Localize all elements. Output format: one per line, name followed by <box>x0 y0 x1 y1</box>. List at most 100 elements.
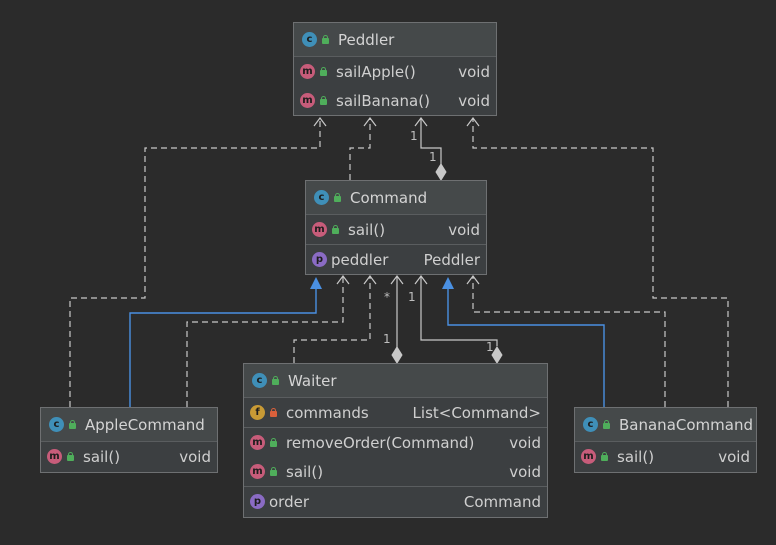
arrowhead-command-1 <box>336 275 350 285</box>
method-icon: m <box>250 435 265 450</box>
class-name: Command <box>350 188 428 207</box>
method-icon: m <box>300 93 315 108</box>
property-name: order <box>269 492 309 511</box>
class-icon: c <box>302 32 317 47</box>
arrowhead-peddler-3 <box>466 117 480 127</box>
class-header[interactable]: c Command <box>306 181 486 215</box>
realization-bananacommand <box>447 288 605 407</box>
property-name: peddler <box>331 250 389 269</box>
class-command[interactable]: c Command m sail() void p peddler Peddle… <box>305 180 487 275</box>
public-visibility-icon <box>600 452 609 461</box>
multiplicity-label: 1 <box>408 290 416 304</box>
method-name: removeOrder(Command) <box>286 433 475 452</box>
class-waiter[interactable]: c Waiter f commands List<Command> m remo… <box>243 363 548 518</box>
property-icon: p <box>250 494 265 509</box>
realization-arrowhead-apple <box>310 277 322 289</box>
method-icon: m <box>47 449 62 464</box>
assoc-peddler-arrow <box>414 117 428 127</box>
arrowhead-peddler-1 <box>313 117 327 127</box>
method-name: sail() <box>617 447 655 466</box>
property-type: Command <box>463 492 541 511</box>
multiplicity-label: 1 <box>383 332 391 346</box>
method-name: sail() <box>286 462 324 481</box>
public-visibility-icon <box>271 376 280 385</box>
method-type: void <box>458 62 490 81</box>
class-peddler[interactable]: c Peddler m sailApple() void m sailBanan… <box>293 22 497 116</box>
method-name: sailBanana() <box>336 91 430 110</box>
private-visibility-icon <box>269 408 278 417</box>
public-visibility-icon <box>269 438 278 447</box>
multiplicity-label: * <box>384 290 390 304</box>
property-type: Peddler <box>423 250 480 269</box>
method-type: void <box>458 91 490 110</box>
class-name: AppleCommand <box>85 415 205 434</box>
dep-bananacommand-command <box>472 276 666 407</box>
public-visibility-icon <box>269 467 278 476</box>
class-applecommand[interactable]: c AppleCommand m sail() void <box>40 407 218 473</box>
assoc-command-peddler <box>420 118 442 170</box>
diamond-waiter-a <box>391 346 403 364</box>
realization-applecommand <box>129 288 317 407</box>
method-row[interactable]: m sail() void <box>244 457 547 486</box>
field-icon: f <box>250 405 265 420</box>
method-name: sail() <box>348 220 386 239</box>
multiplicity-label: 1 <box>410 129 418 143</box>
dep-bananacommand-peddler <box>472 118 729 407</box>
assoc-waiter-command-a-arrow <box>390 275 404 285</box>
method-row[interactable]: m removeOrder(Command) void <box>244 427 547 457</box>
class-name: Peddler <box>338 30 395 49</box>
dep-command-peddler <box>349 118 371 180</box>
public-visibility-icon <box>333 193 342 202</box>
arrowhead-peddler-2 <box>363 117 377 127</box>
dep-waiter-command <box>293 276 371 363</box>
dep-applecommand-peddler <box>69 118 321 407</box>
method-name: sail() <box>83 447 121 466</box>
property-icon: p <box>312 252 327 267</box>
property-row[interactable]: p order Command <box>244 486 547 516</box>
class-icon: c <box>583 417 598 432</box>
method-row[interactable]: m sail() void <box>41 442 217 471</box>
public-visibility-icon <box>331 225 340 234</box>
field-name: commands <box>286 403 369 422</box>
public-visibility-icon <box>66 452 75 461</box>
class-name: Waiter <box>288 371 337 390</box>
multiplicity-label: 1 <box>429 150 437 164</box>
assoc-waiter-command-b <box>420 276 498 346</box>
assoc-waiter-command-b-arrow <box>414 275 428 285</box>
method-type: void <box>509 462 541 481</box>
class-header[interactable]: c Peddler <box>294 23 496 57</box>
public-visibility-icon <box>602 420 611 429</box>
method-icon: m <box>250 464 265 479</box>
method-row[interactable]: m sailBanana() void <box>294 86 496 115</box>
method-type: void <box>509 433 541 452</box>
class-header[interactable]: c AppleCommand <box>41 408 217 442</box>
public-visibility-icon <box>68 420 77 429</box>
arrowhead-command-3 <box>466 275 480 285</box>
method-type: void <box>718 447 750 466</box>
class-header[interactable]: c BananaCommand <box>575 408 756 442</box>
method-row[interactable]: m sail() void <box>575 442 756 471</box>
method-row[interactable]: m sail() void <box>306 215 486 244</box>
field-row[interactable]: f commands List<Command> <box>244 398 547 427</box>
method-icon: m <box>312 222 327 237</box>
method-row[interactable]: m sailApple() void <box>294 57 496 86</box>
class-header[interactable]: c Waiter <box>244 364 547 398</box>
property-row[interactable]: p peddler Peddler <box>306 244 486 274</box>
arrowhead-command-2 <box>363 275 377 285</box>
diamond-command <box>435 163 447 181</box>
method-type: void <box>448 220 480 239</box>
public-visibility-icon <box>319 67 328 76</box>
field-type: List<Command> <box>412 403 541 422</box>
public-visibility-icon <box>321 35 330 44</box>
class-name: BananaCommand <box>619 415 753 434</box>
method-type: void <box>179 447 211 466</box>
class-bananacommand[interactable]: c BananaCommand m sail() void <box>574 407 757 473</box>
realization-arrowhead-banana <box>442 277 454 289</box>
dep-applecommand-command <box>186 276 344 407</box>
public-visibility-icon <box>319 96 328 105</box>
method-name: sailApple() <box>336 62 416 81</box>
multiplicity-label: 1 <box>486 340 494 354</box>
class-icon: c <box>252 373 267 388</box>
method-icon: m <box>300 64 315 79</box>
